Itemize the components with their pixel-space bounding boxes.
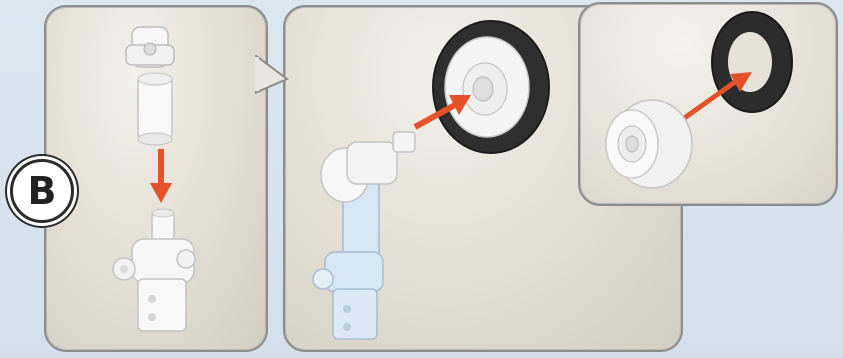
step-letter: B xyxy=(28,172,57,210)
illustration-assemble-tire xyxy=(580,4,836,204)
illustration-insert-connector xyxy=(46,7,266,350)
step-badge: B xyxy=(10,159,74,223)
axle-connector-icon xyxy=(126,27,174,145)
assembled-joint-icon xyxy=(313,132,415,339)
callout-pointer-icon xyxy=(255,55,289,95)
tire-icon xyxy=(712,12,792,112)
arrow-down-icon xyxy=(150,149,172,203)
wheel-icon xyxy=(433,21,549,153)
rim-icon xyxy=(606,100,692,188)
joint-piece-icon xyxy=(113,209,195,331)
panel-step-assemble-tire xyxy=(578,2,838,206)
panel-step-insert-connector xyxy=(44,5,268,352)
